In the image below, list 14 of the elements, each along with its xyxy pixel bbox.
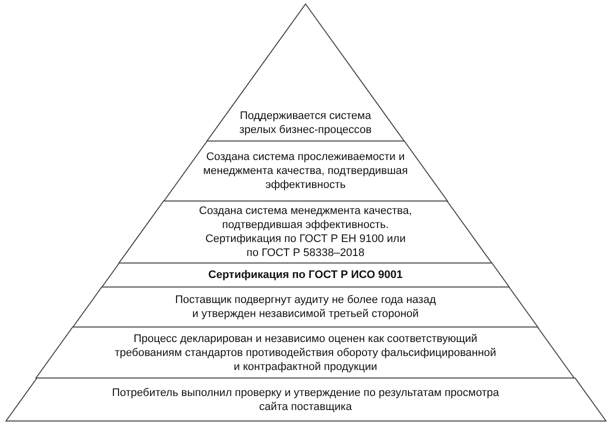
pyramid-tier (206, 4, 404, 141)
tier-text: Создана система прослеживаемости и менеджмента качества, подтвердившая эффективность (202, 150, 408, 192)
pyramid-tier (102, 263, 510, 287)
tier-text: Процесс декларирован и независимо оценен как соответствующий требованиям стандартов противодействия обороту фальсифицированной и контрафактной продукции (114, 332, 498, 374)
tier-text: Поддерживается система зрелых бизнес-процессов (238, 109, 373, 137)
pyramid-tier (36, 327, 575, 378)
pyramid-tier (6, 378, 606, 421)
pyramid-tier (73, 287, 538, 327)
pyramid-tier (119, 201, 492, 263)
tier-text: Поставщик подвергнут аудиту не более года назад и утвержден независимой третьей стороной (174, 293, 437, 321)
pyramid-tier (164, 141, 448, 201)
tier-text: Сертификация по ГОСТ Р ИСО 9001 (208, 268, 403, 282)
tier-text: Создана система менеджмента качества, подтвердившая эффективность. Сертификация по ГОСТ Р ЕН 9100 или по ГОСТ Р 58338–2018 (198, 204, 413, 260)
tier-text: Потребитель выполнил проверку и утверждение по результатам просмотра сайта поставщика (110, 386, 500, 414)
